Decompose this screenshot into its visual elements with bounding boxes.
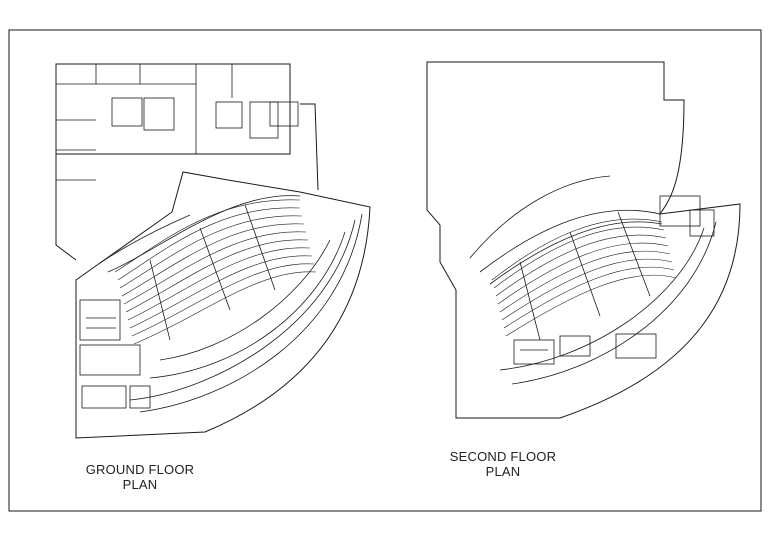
ground-floor-caption-line2: PLAN (122, 477, 158, 492)
ground-floor-plan (55, 63, 371, 439)
second-floor-plan (426, 61, 741, 419)
sheet-border (8, 29, 762, 512)
second-floor-caption-line2: PLAN (485, 464, 521, 479)
ground-floor-caption: GROUND FLOOR PLAN (60, 462, 220, 492)
second-floor-caption-line1: SECOND FLOOR (449, 449, 557, 464)
ground-floor-caption-line1: GROUND FLOOR (85, 462, 195, 477)
second-floor-caption: SECOND FLOOR PLAN (428, 449, 578, 479)
